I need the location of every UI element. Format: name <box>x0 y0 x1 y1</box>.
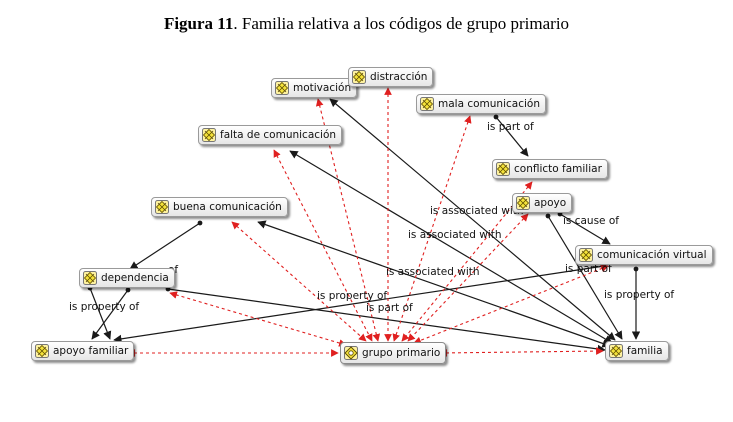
node-dependencia[interactable]: dependencia <box>79 268 175 288</box>
link-dependencia-apoyofamiliar-2 <box>87 285 112 340</box>
code-icon <box>35 344 49 358</box>
code-icon <box>83 271 97 285</box>
edge-label-is-property-of-3: is property of <box>604 289 675 301</box>
node-familia[interactable]: familia <box>605 341 669 361</box>
figure-caption: Figura 11. Familia relativa a los código… <box>0 14 733 34</box>
edge-label-is-cause-of: is cause of <box>563 215 619 227</box>
link-apoyo-familia <box>545 213 623 340</box>
node-apoyo[interactable]: apoyo <box>512 193 573 213</box>
code-icon <box>202 128 216 142</box>
edge-label-is-property-of-2: is property of <box>69 301 140 313</box>
node-label: apoyo familiar <box>53 345 129 357</box>
code-family-icon <box>344 346 358 360</box>
edge-label-is-associated-with: is associated with <box>430 205 524 217</box>
edge-label-is-associated-with-2: is associated with <box>408 229 502 241</box>
edge-label-is-associated-with-3: is associated with <box>386 266 480 278</box>
node-label: familia <box>627 345 663 357</box>
link-dependencia-apoyofamiliar <box>91 287 131 340</box>
node-label: apoyo <box>534 197 567 209</box>
code-icon <box>609 344 623 358</box>
node-label: dependencia <box>101 272 169 284</box>
node-buena-comunicacion[interactable]: buena comunicación <box>151 197 288 217</box>
dlink-grupo-familia <box>439 347 604 357</box>
figure-label: Figura 11 <box>163 14 234 33</box>
edge-label-is-part-of: is part of <box>487 121 534 133</box>
figure-title: . Familia relativa a los códigos de grup… <box>233 14 570 33</box>
code-icon <box>275 81 289 95</box>
node-label: motivación <box>293 82 352 94</box>
code-icon <box>516 196 530 210</box>
node-mala-comunicacion[interactable]: mala comunicación <box>416 94 546 114</box>
code-icon <box>579 248 593 262</box>
code-icon <box>352 70 366 84</box>
node-label: distracción <box>370 71 428 83</box>
dlink-buena-grupo <box>231 221 367 342</box>
node-falta-de-comunicacion[interactable]: falta de comunicación <box>198 125 343 145</box>
node-label: conflicto familiar <box>514 163 602 175</box>
link-buena-dependencia <box>129 220 203 270</box>
code-icon <box>496 162 510 176</box>
code-icon <box>155 200 169 214</box>
node-apoyo-familiar[interactable]: apoyo familiar <box>31 341 135 361</box>
node-motivacion[interactable]: motivación <box>271 78 358 98</box>
node-label: comunicación virtual <box>597 249 707 261</box>
edge-label-is-part-of-3: is part of <box>366 302 413 314</box>
node-comunicacion-virtual[interactable]: comunicación virtual <box>575 245 713 265</box>
code-icon <box>420 97 434 111</box>
node-label: grupo primario <box>362 347 441 359</box>
edge-label-is-part-of-2: is part of <box>565 263 612 275</box>
link-comvirtual-apoyofamiliar <box>113 263 607 344</box>
node-label: buena comunicación <box>173 201 282 213</box>
node-label: mala comunicación <box>438 98 540 110</box>
node-label: falta de comunicación <box>220 129 337 141</box>
edge-label-is-property-of: is property of <box>317 290 388 302</box>
dlink-dependencia-grupo <box>169 291 347 347</box>
node-grupo-primario[interactable]: grupo primario <box>340 342 447 364</box>
link-falta-familia <box>289 150 613 344</box>
dlink-comvirtual-grupo <box>413 264 609 345</box>
node-conflicto-familiar[interactable]: conflicto familiar <box>492 159 608 179</box>
node-distraccion[interactable]: distracción <box>348 67 434 87</box>
